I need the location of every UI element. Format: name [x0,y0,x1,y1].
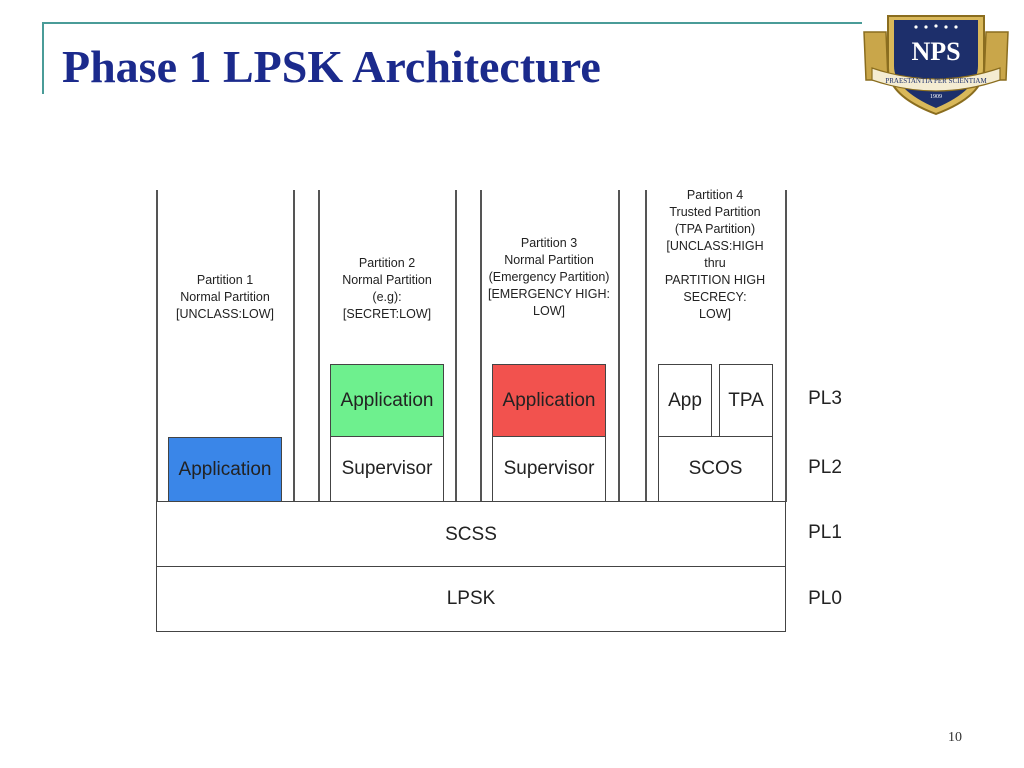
partition-4-tpa-box: TPA [719,364,773,437]
slide-title: Phase 1 LPSK Architecture [62,41,601,92]
partition-separator [156,190,158,502]
partition-separator [645,190,647,502]
partition-1-application-box: Application [168,437,282,502]
nps-seal-logo: NPS PRAESTANTIA PER SCIENTIAM 1909 [863,15,1009,116]
seal-year-text: 1909 [930,94,942,100]
privilege-level-0-label: PL0 [808,588,842,609]
title-rule-horizontal [42,22,862,24]
partition-2-application-box: Application [330,364,444,437]
partition-separator [618,190,620,502]
partition-4-label: Partition 4 Trusted Partition (TPA Parti… [664,188,766,321]
partition-3-supervisor-box: Supervisor [492,436,606,502]
partition-separator [293,190,295,502]
page-number: 10 [948,730,962,745]
partition-separator [455,190,457,502]
title-rule-vertical [42,22,44,94]
partition-separator [480,190,482,502]
partition-separator [785,190,787,502]
partition-3-application-box: Application [492,364,606,437]
partition-2-supervisor-box: Supervisor [330,436,444,502]
partition-4-app-box: App [658,364,712,437]
partition-separator [318,190,320,502]
privilege-level-2-label: PL2 [808,457,842,478]
partition-1-label: Partition 1 Normal Partition [UNCLASS:LO… [176,273,274,321]
privilege-level-3-label: PL3 [808,388,842,409]
seal-main-text: NPS [911,37,960,66]
partition-3-label: Partition 3 Normal Partition (Emergency … [487,236,610,318]
privilege-level-1-label: PL1 [808,522,842,543]
partition-2-label: Partition 2 Normal Partition (e.g): [SEC… [342,256,432,321]
scss-layer: SCSS [156,501,786,568]
partition-4-scos-box: SCOS [658,436,773,502]
lpsk-layer: LPSK [156,566,786,632]
seal-motto-text: PRAESTANTIA PER SCIENTIAM [885,77,987,85]
